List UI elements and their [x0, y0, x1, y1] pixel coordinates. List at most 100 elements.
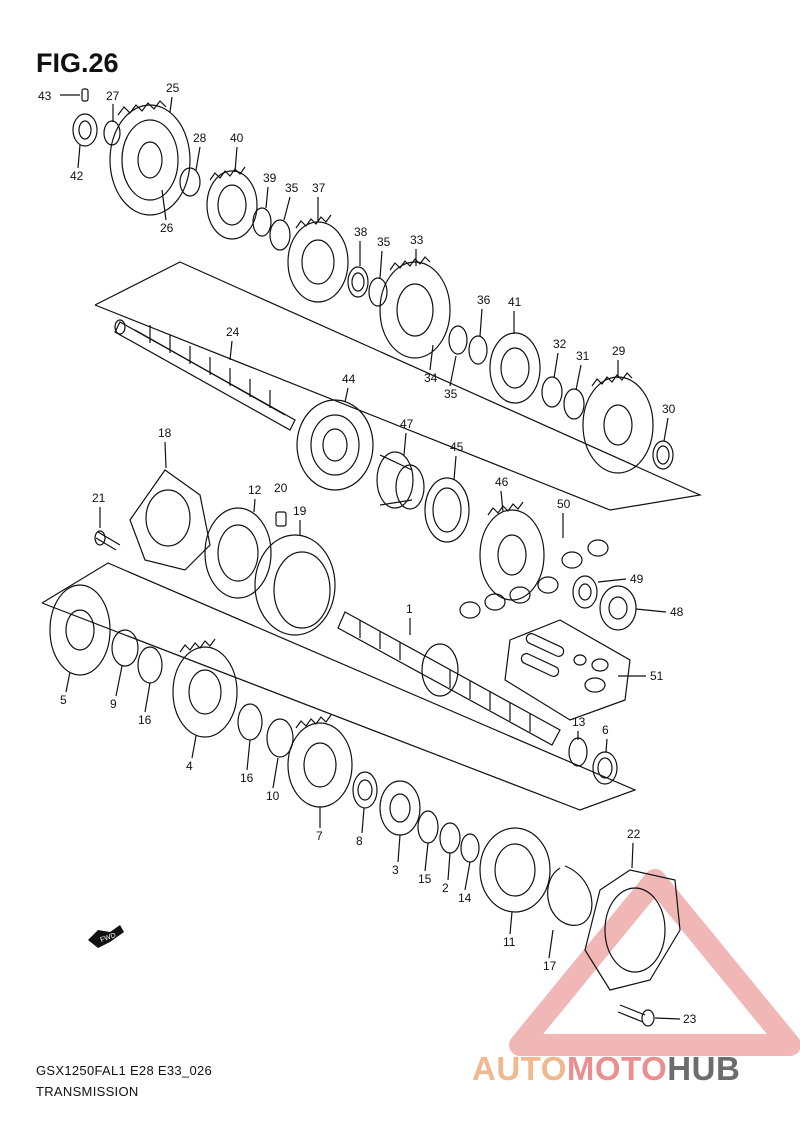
gear-3: [379, 780, 421, 836]
callout-42: 42: [70, 169, 84, 183]
washer-2: [439, 822, 461, 854]
nut-48: [599, 585, 637, 631]
washer-9: [111, 629, 139, 667]
callout-24: 24: [226, 325, 240, 339]
countershaft-assembly-box: [94, 261, 703, 511]
pin-20: [275, 511, 287, 527]
callout-38: 38: [354, 225, 368, 239]
gear-5: [49, 584, 111, 676]
callout-22: 22: [627, 827, 641, 841]
circlip-16a: [137, 646, 163, 684]
callout-1: 1: [406, 602, 413, 616]
circlip-15: [417, 810, 439, 844]
callout-35b: 35: [377, 235, 391, 249]
washer-36: [468, 335, 488, 365]
driveshaft-assembly-box: [41, 562, 637, 811]
callout-27: 27: [106, 89, 120, 103]
callout-37: 37: [312, 181, 326, 195]
callout-48: 48: [670, 605, 684, 619]
callout-labels: 43 27 2 5 42 28 40 26 39 35 37 38 35 33 3…: [38, 81, 697, 1026]
bolt-23: [617, 1004, 655, 1027]
fwd-direction-arrow: FWD: [88, 925, 124, 948]
screw-21: [94, 530, 121, 551]
washer-32: [541, 376, 563, 408]
callout-47: 47: [400, 417, 414, 431]
watermark-triangle: [509, 869, 800, 1056]
bearing-11: [479, 827, 551, 913]
callout-13: 13: [572, 715, 586, 729]
plate-18: [129, 469, 211, 571]
driveshaft-1: [337, 611, 561, 746]
callout-43: 43: [38, 89, 52, 103]
callout-23: 23: [683, 1012, 697, 1026]
circlip-31: [563, 388, 585, 420]
callout-35: 35: [285, 181, 299, 195]
washer-39: [252, 207, 272, 237]
figure-title: FIG.26: [36, 48, 119, 78]
callout-11: 11: [503, 935, 516, 949]
circlip-35c: [448, 325, 468, 355]
gear-41: [489, 332, 541, 404]
chain-joint-51: [504, 619, 631, 721]
callout-26: 26: [160, 221, 174, 235]
callout-2: 2: [442, 881, 449, 895]
bushing-30: [652, 440, 674, 470]
callout-5: 5: [60, 693, 67, 707]
gear-37: [287, 214, 349, 303]
washer-10: [266, 718, 294, 758]
callout-17: 17: [543, 959, 557, 973]
callout-21: 21: [92, 491, 106, 505]
callout-9: 9: [110, 697, 117, 711]
gear-25: [109, 100, 191, 216]
gear-40: [206, 166, 258, 240]
callout-8: 8: [356, 834, 363, 848]
callout-6: 6: [602, 723, 609, 737]
countershaft-24: [114, 319, 296, 431]
washer-13: [568, 737, 588, 767]
circlip-35a: [269, 219, 291, 251]
callout-7: 7: [316, 829, 323, 843]
watermark-logo: AUTOMOTOHUB: [472, 1050, 740, 1088]
gear-7: [287, 714, 353, 808]
callout-33: 33: [410, 233, 424, 247]
callout-30: 30: [662, 402, 676, 416]
bushing-8: [352, 771, 378, 809]
seal-45: [424, 477, 470, 543]
callout-49: 49: [630, 572, 644, 586]
callout-19: 19: [293, 504, 307, 518]
callout-51: 51: [650, 669, 664, 683]
circlip-17: [547, 865, 593, 926]
bushing-6: [592, 751, 618, 785]
callout-34: 34: [424, 371, 438, 385]
circlip-35b: [368, 277, 388, 307]
circlip-16b: [237, 703, 263, 741]
washer-49: [572, 575, 598, 609]
callout-40: 40: [230, 131, 244, 145]
callout-31: 31: [576, 349, 590, 363]
callout-39: 39: [263, 171, 277, 185]
callout-15: 15: [418, 872, 432, 886]
callout-32: 32: [553, 337, 567, 351]
washer-28: [179, 167, 201, 197]
callout-29: 29: [612, 344, 626, 358]
callout-10: 10: [266, 789, 280, 803]
callout-28: 28: [193, 131, 207, 145]
collar-47: [376, 451, 425, 510]
callout-50: 50: [557, 497, 571, 511]
bearing-44: [296, 399, 374, 491]
retainer-19: [254, 534, 336, 636]
callout-41: 41: [508, 295, 522, 309]
callout-45: 45: [450, 440, 464, 454]
callout-35c: 35: [444, 387, 458, 401]
callout-12: 12: [248, 483, 262, 497]
retainer-22: [584, 869, 681, 991]
watermark-part3: HUB: [667, 1050, 741, 1087]
callout-36: 36: [477, 293, 491, 307]
callout-20: 20: [274, 481, 288, 495]
sprocket-46: [479, 501, 545, 601]
callout-14: 14: [458, 891, 472, 905]
chain-50: [459, 539, 609, 619]
footer-code: GSX1250FAL1 E28 E33_026: [36, 1063, 213, 1078]
bushing-38: [347, 266, 369, 298]
